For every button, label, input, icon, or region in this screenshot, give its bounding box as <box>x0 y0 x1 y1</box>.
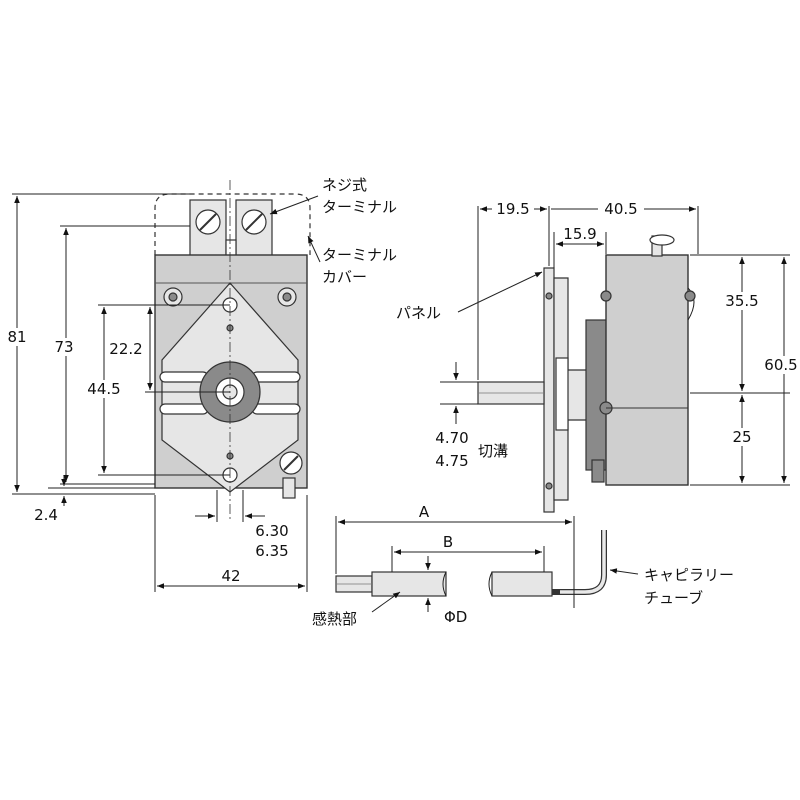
dim-22-2: 22.2 <box>109 340 142 358</box>
label-groove: 切溝 <box>478 442 508 460</box>
dim-phi-D: ΦD <box>444 608 467 626</box>
sensor-view: A B ΦD 感熱部 キャピラリー チューブ <box>312 503 734 628</box>
sensor-bulb <box>371 571 447 597</box>
dim-35-5: 35.5 <box>725 292 758 310</box>
dim-40-5: 40.5 <box>604 200 637 218</box>
capillary-tube-path <box>560 530 606 594</box>
dim-6-30: 6.30 <box>255 522 288 540</box>
dim-42: 42 <box>221 567 240 585</box>
label-screw-terminal-1: ネジ式 <box>322 176 367 194</box>
dim-A: A <box>419 503 430 521</box>
sensor-bulb-far <box>491 571 553 597</box>
dim-6-35: 6.35 <box>255 542 288 560</box>
label-capillary-2: チューブ <box>644 589 703 607</box>
label-terminal-cover-2: カバー <box>322 268 367 286</box>
label-panel: パネル <box>396 304 441 322</box>
frame-plate <box>585 319 609 471</box>
dim-81: 81 <box>7 328 26 346</box>
dim-15-9: 15.9 <box>563 225 596 243</box>
panel <box>543 267 555 513</box>
dim-B: B <box>443 533 453 551</box>
dim-2-4: 2.4 <box>34 506 58 524</box>
side-view: 19.5 40.5 15.9 35.5 25 60.5 4.70 4.75 <box>396 200 800 595</box>
label-terminal-cover-1: ターミナル <box>322 246 397 264</box>
side-housing <box>605 254 689 486</box>
label-capillary-1: キャピラリー <box>644 566 734 584</box>
dim-4-75: 4.75 <box>435 452 468 470</box>
label-sensor: 感熱部 <box>312 610 357 628</box>
front-view: 81 73 22.2 44.5 2.4 6.30 6.35 <box>4 176 397 592</box>
dim-4-70: 4.70 <box>435 429 468 447</box>
dim-25: 25 <box>732 428 751 446</box>
dim-60-5: 60.5 <box>764 356 797 374</box>
dim-44-5: 44.5 <box>87 380 120 398</box>
dim-73: 73 <box>54 338 73 356</box>
label-screw-terminal-2: ターミナル <box>322 198 397 216</box>
dim-19-5: 19.5 <box>496 200 529 218</box>
